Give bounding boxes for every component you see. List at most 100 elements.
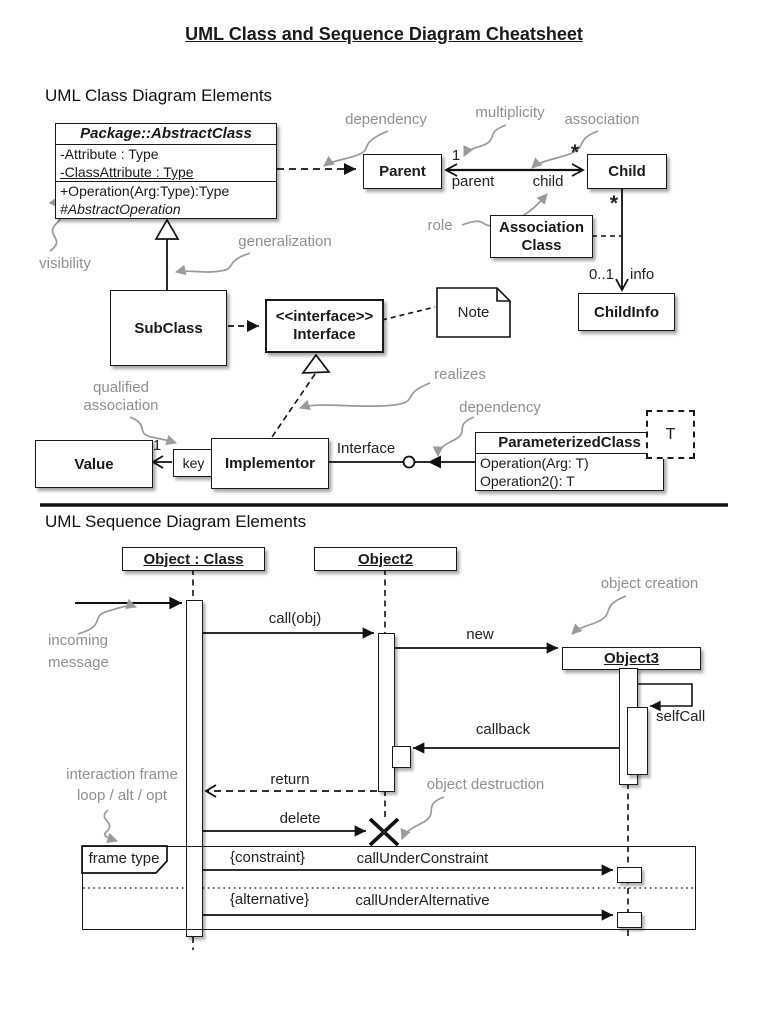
annotation-dependency2: dependency — [459, 399, 541, 416]
annotation-association: association — [564, 111, 640, 128]
realizes-line — [271, 373, 316, 438]
annotation-qualified-line1: qualified — [93, 379, 149, 396]
interface-stereotype: <<interface>> — [275, 308, 374, 325]
role-info-label: info — [630, 266, 655, 283]
annotation-incoming-line1: incoming — [48, 632, 109, 649]
annotation-generalization: generalization — [238, 233, 332, 250]
object-destruction-pointer — [400, 796, 445, 840]
multiplicity-info: 0..1 — [588, 266, 614, 283]
realizes-triangle — [301, 353, 331, 374]
activation-object1 — [186, 600, 203, 937]
parent-class-box: Parent — [363, 154, 442, 189]
selfcall-arrow — [636, 683, 693, 712]
role-child-label: child — [532, 173, 564, 190]
abstract-class-operation: +Operation(Arg:Type):Type — [56, 181, 276, 200]
lollipop-ball — [402, 455, 416, 469]
message-return: return — [270, 771, 310, 788]
activation-frame-constraint — [617, 867, 642, 883]
abstract-class-name: Package::AbstractClass — [56, 124, 276, 145]
message-callback: callback — [475, 721, 531, 738]
incoming-message-pointer — [77, 598, 138, 635]
association-pointer — [531, 130, 599, 169]
generalization-pointer — [174, 252, 251, 276]
parameterized-operation2: Operation2(): T — [480, 473, 575, 489]
annotation-object-destruction: object destruction — [426, 776, 545, 793]
object3-name: Object3 — [603, 650, 660, 667]
note-link — [381, 306, 436, 321]
abstract-class-attribute: -Attribute : Type — [60, 146, 159, 162]
annotation-qualified-line2: association — [83, 397, 159, 414]
dependency-pointer — [323, 130, 389, 167]
association-class-box: Association Class — [490, 215, 593, 258]
message-call-under-alternative: callUnderAlternative — [355, 892, 490, 909]
annotation-dependency: dependency — [345, 111, 427, 128]
annotation-role: role — [427, 217, 453, 234]
sequence-section-heading: UML Sequence Diagram Elements — [45, 512, 307, 531]
page-title: UML Class and Sequence Diagram Cheatshee… — [185, 24, 583, 44]
message-call: call(obj) — [268, 610, 322, 627]
annotation-incoming-line2: message — [48, 654, 109, 671]
parameterized-class-name: ParameterizedClass — [476, 433, 663, 454]
abstract-class-static-attribute: -ClassAttribute : Type — [60, 164, 194, 180]
abstract-class-box: Package::AbstractClass -Attribute : Type… — [55, 123, 277, 219]
note-fold — [496, 288, 510, 302]
parameterized-class-box: ParameterizedClass Operation(Arg: T) Ope… — [475, 432, 664, 491]
annotation-realizes: realizes — [434, 366, 486, 383]
type-parameter-box: T — [646, 410, 695, 459]
interface-name: Interface — [293, 326, 356, 343]
realizes-pointer — [298, 382, 431, 411]
object-creation-pointer — [571, 595, 627, 635]
multiplicity-value-one: 1 — [152, 437, 162, 454]
role-parent-label: parent — [451, 173, 495, 190]
parameterized-operation1: Operation(Arg: T) — [480, 455, 589, 471]
activation-frame-alternative — [617, 912, 642, 928]
generalization-triangle — [154, 218, 180, 240]
annotation-visibility: visibility — [39, 255, 91, 272]
message-constraint: {constraint} — [229, 849, 306, 866]
lifeline-head-object1: Object : Class — [122, 547, 265, 571]
message-call-under-constraint: callUnderConstraint — [356, 850, 489, 867]
annotation-qualified-association: qualified association — [60, 379, 182, 415]
child-class-box: Child — [587, 154, 667, 189]
lifeline-head-object2: Object2 — [314, 547, 457, 571]
message-delete: delete — [279, 810, 321, 827]
association-class-line1: Association — [498, 218, 585, 236]
multiplicity-many-link: * — [609, 192, 619, 215]
annotation-interaction-frame: interaction frame loop / alt / opt — [48, 764, 196, 806]
association-class-line2: Class — [521, 236, 562, 254]
multiplicity-pointer — [463, 124, 507, 157]
abstract-class-abstract-operation: #AbstractOperation — [60, 201, 181, 217]
lifeline-head-object3: Object3 — [562, 647, 701, 670]
message-new: new — [466, 626, 494, 643]
activation-object2-nested — [392, 746, 411, 768]
annotation-frame-line2: loop / alt / opt — [76, 787, 168, 804]
childinfo-class-box: ChildInfo — [578, 293, 675, 331]
interface-box: <<interface>> Interface — [265, 299, 384, 353]
note-shape — [436, 287, 511, 338]
subclass-box: SubClass — [110, 290, 227, 366]
object2-name: Object2 — [357, 550, 414, 568]
qualifier-box: key — [173, 449, 214, 477]
annotation-incoming-message: incoming message — [48, 630, 138, 674]
multiplicity-many: * — [570, 141, 580, 164]
parameterized-dependency-arrowhead — [428, 455, 441, 469]
class-section-heading: UML Class Diagram Elements — [45, 86, 273, 105]
qualified-association-pointer — [129, 416, 178, 446]
annotation-object-creation: object creation — [600, 575, 699, 592]
frame-type-label: frame type — [88, 850, 160, 867]
dependency2-pointer — [432, 416, 475, 458]
note-text: Note — [457, 304, 490, 321]
activation-object2 — [378, 633, 395, 792]
activation-object3-nested — [627, 707, 648, 775]
multiplicity-one: 1 — [451, 147, 461, 164]
implementor-class-box: Implementor — [211, 438, 329, 489]
interface-lollipop-label: Interface — [336, 440, 396, 457]
message-alternative: {alternative} — [229, 891, 310, 908]
interaction-frame-pointer — [103, 809, 119, 844]
object1-name: Object : Class — [143, 550, 244, 568]
message-selfcall: selfCall — [656, 708, 706, 725]
annotation-frame-line1: interaction frame — [66, 766, 178, 783]
interaction-frame — [82, 846, 696, 930]
annotation-multiplicity: multiplicity — [475, 104, 545, 121]
